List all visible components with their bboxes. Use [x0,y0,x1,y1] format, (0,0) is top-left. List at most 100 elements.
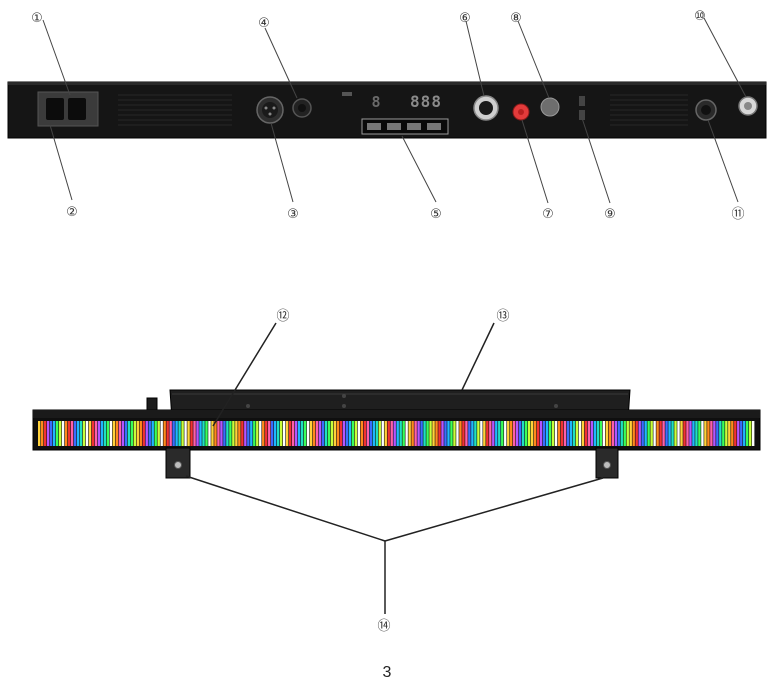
led-column [133,421,136,446]
led-column [291,421,295,446]
led-column [318,421,322,446]
led-column [692,421,695,446]
led-column [79,421,83,446]
led-column [426,421,429,446]
led-column [58,421,62,446]
led-column [710,421,713,446]
led-column [342,421,346,446]
led-column [533,421,537,446]
led-column [393,421,396,446]
led-column [623,421,626,446]
led-column [417,421,420,446]
led-column [635,421,638,446]
led-column [52,421,56,446]
led-column [414,421,417,446]
led-column [223,421,226,446]
led-column [581,421,585,446]
led-column [450,421,453,446]
red-fuse-holder [512,103,530,121]
led-column [214,421,217,446]
led-column [372,421,375,446]
led-column [46,421,50,446]
led-column [82,421,86,446]
led-column [650,421,653,446]
led-column [752,421,755,446]
led-column [725,421,728,446]
led-column [333,421,337,446]
callout-9: ⑨ [604,207,616,222]
led-column [235,421,238,446]
led-column [560,421,564,446]
led-column [653,421,656,446]
led-display: 8 888 [342,92,441,111]
led-column [94,421,98,446]
led-column [713,421,716,446]
led-column [315,421,319,446]
led-column [378,421,381,446]
led-column [590,421,594,446]
led-column [572,421,576,446]
led-column [244,421,247,446]
led-column [474,421,477,446]
led-column [97,421,101,446]
led-column [605,421,609,446]
led-column [145,421,148,446]
led-column [121,421,125,446]
led-column [477,421,480,446]
led-column [719,421,722,446]
led-column [354,421,358,446]
led-column [453,421,456,446]
led-column [749,421,752,446]
led-column [408,421,411,446]
led-column [387,421,390,446]
callout-8: ⑧ [510,11,522,26]
callout-4: ④ [258,16,270,31]
led-column [504,421,507,446]
led-column [707,421,710,446]
led-column [181,421,184,446]
led-column [312,421,316,446]
led-column [309,421,313,446]
led-column [608,421,611,446]
led-column [629,421,632,446]
mounting-bracket-left [165,447,191,479]
led-column [351,421,355,446]
led-column [680,421,683,446]
microphone-input [473,95,499,121]
led-column [294,421,298,446]
vent-slots [118,94,232,126]
callout-2: ② [66,205,78,220]
power-inlet [37,91,99,127]
led-column [73,421,77,446]
led-column [220,421,223,446]
led-column [686,421,689,446]
led-column [169,421,172,446]
led-column [282,421,286,446]
led-column [300,421,304,446]
led-column [536,421,540,446]
led-column [384,421,387,446]
led-column [64,421,68,446]
led-column [279,421,283,446]
led-column [208,421,211,446]
led-column [557,421,561,446]
led-column [259,421,262,446]
led-column [695,421,698,446]
led-column [740,421,743,446]
led-column [100,421,104,446]
mounting-bracket-right [595,447,619,479]
led-column [232,421,235,446]
led-column [76,421,80,446]
led-column [468,421,471,446]
led-column [103,421,107,446]
led-column [339,421,343,446]
led-column [265,421,268,446]
led-column [38,421,41,446]
led-column [510,421,513,446]
led-column [530,421,534,446]
led-column [390,421,393,446]
led-column [303,421,307,446]
led-column [199,421,202,446]
led-column [632,421,635,446]
led-column [196,421,199,446]
